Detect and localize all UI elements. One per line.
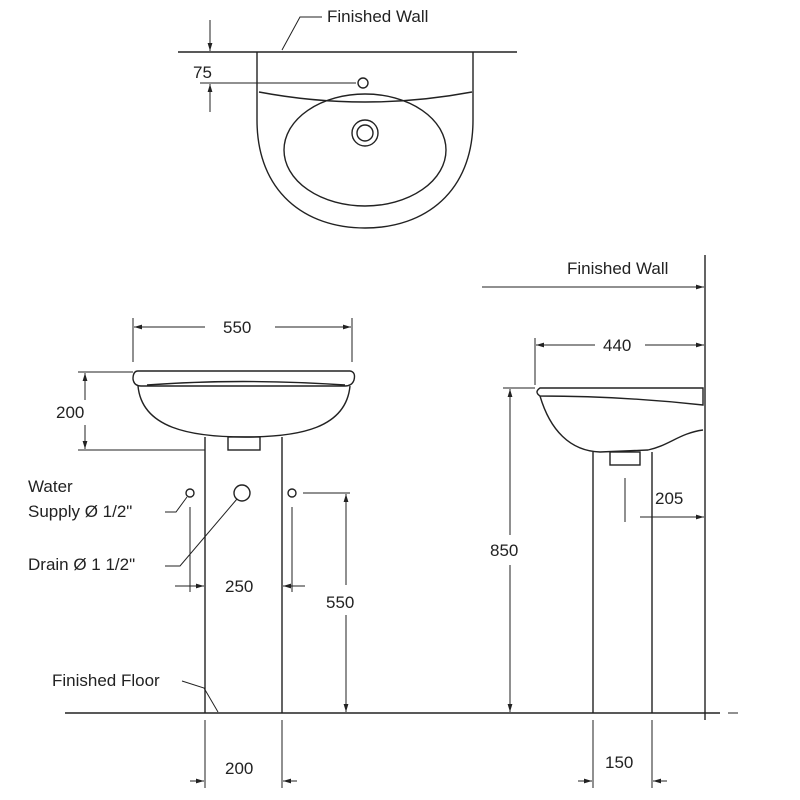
dim-width-label: 550 (223, 318, 251, 337)
finished-floor-label: Finished Floor (52, 671, 160, 690)
trap-cover (227, 436, 261, 451)
dim-depth-label: 440 (603, 336, 631, 355)
side-finished-wall-label: Finished Wall (567, 259, 668, 278)
finished-floor-leader (181, 680, 219, 713)
tap-hole (357, 77, 369, 89)
drain-label: Drain Ø 1 1/2" (28, 555, 135, 574)
basin-bowl (283, 93, 447, 207)
basin-rim-inner (146, 380, 346, 386)
dim-supply-height-label: 550 (326, 593, 354, 612)
dim-pedestal-width-label: 200 (225, 759, 253, 778)
drain-pipe (233, 484, 251, 502)
dim-pedestal-depth-label: 150 (605, 753, 633, 772)
basin-rim-side (536, 387, 704, 406)
dim-supply-spacing-label: 250 (225, 577, 253, 596)
water-supply-left (185, 488, 195, 498)
water-supply-label-1: Water (28, 477, 73, 496)
basin-rim-front (132, 370, 356, 387)
basin-bowl-side (539, 395, 704, 453)
water-supply-label-2: Supply Ø 1/2" (28, 502, 132, 521)
finished-wall-label: Finished Wall (327, 7, 428, 26)
drain-leader (165, 498, 238, 567)
basin-bowl-front (137, 385, 351, 438)
dim-75-label: 75 (193, 63, 212, 82)
basin-outline-top (256, 52, 474, 229)
finished-wall-leader (281, 16, 322, 51)
dim-trap-label: 205 (655, 489, 683, 508)
water-supply-leader (165, 496, 188, 513)
water-supply-right (287, 488, 297, 498)
front-view: 550 200 Water Supply Ø 1/2" Drain Ø 1 1/… (28, 318, 356, 788)
top-view: Finished Wall 75 (178, 7, 517, 229)
side-view: Finished Wall 440 205 850 150 (482, 255, 706, 788)
dim-height-side-label: 850 (490, 541, 518, 560)
basin-rim (258, 91, 473, 103)
drain-outer (351, 119, 379, 147)
drain-inner (356, 124, 374, 142)
dim-height-label: 200 (56, 403, 84, 422)
trap-cover-side (609, 451, 641, 466)
